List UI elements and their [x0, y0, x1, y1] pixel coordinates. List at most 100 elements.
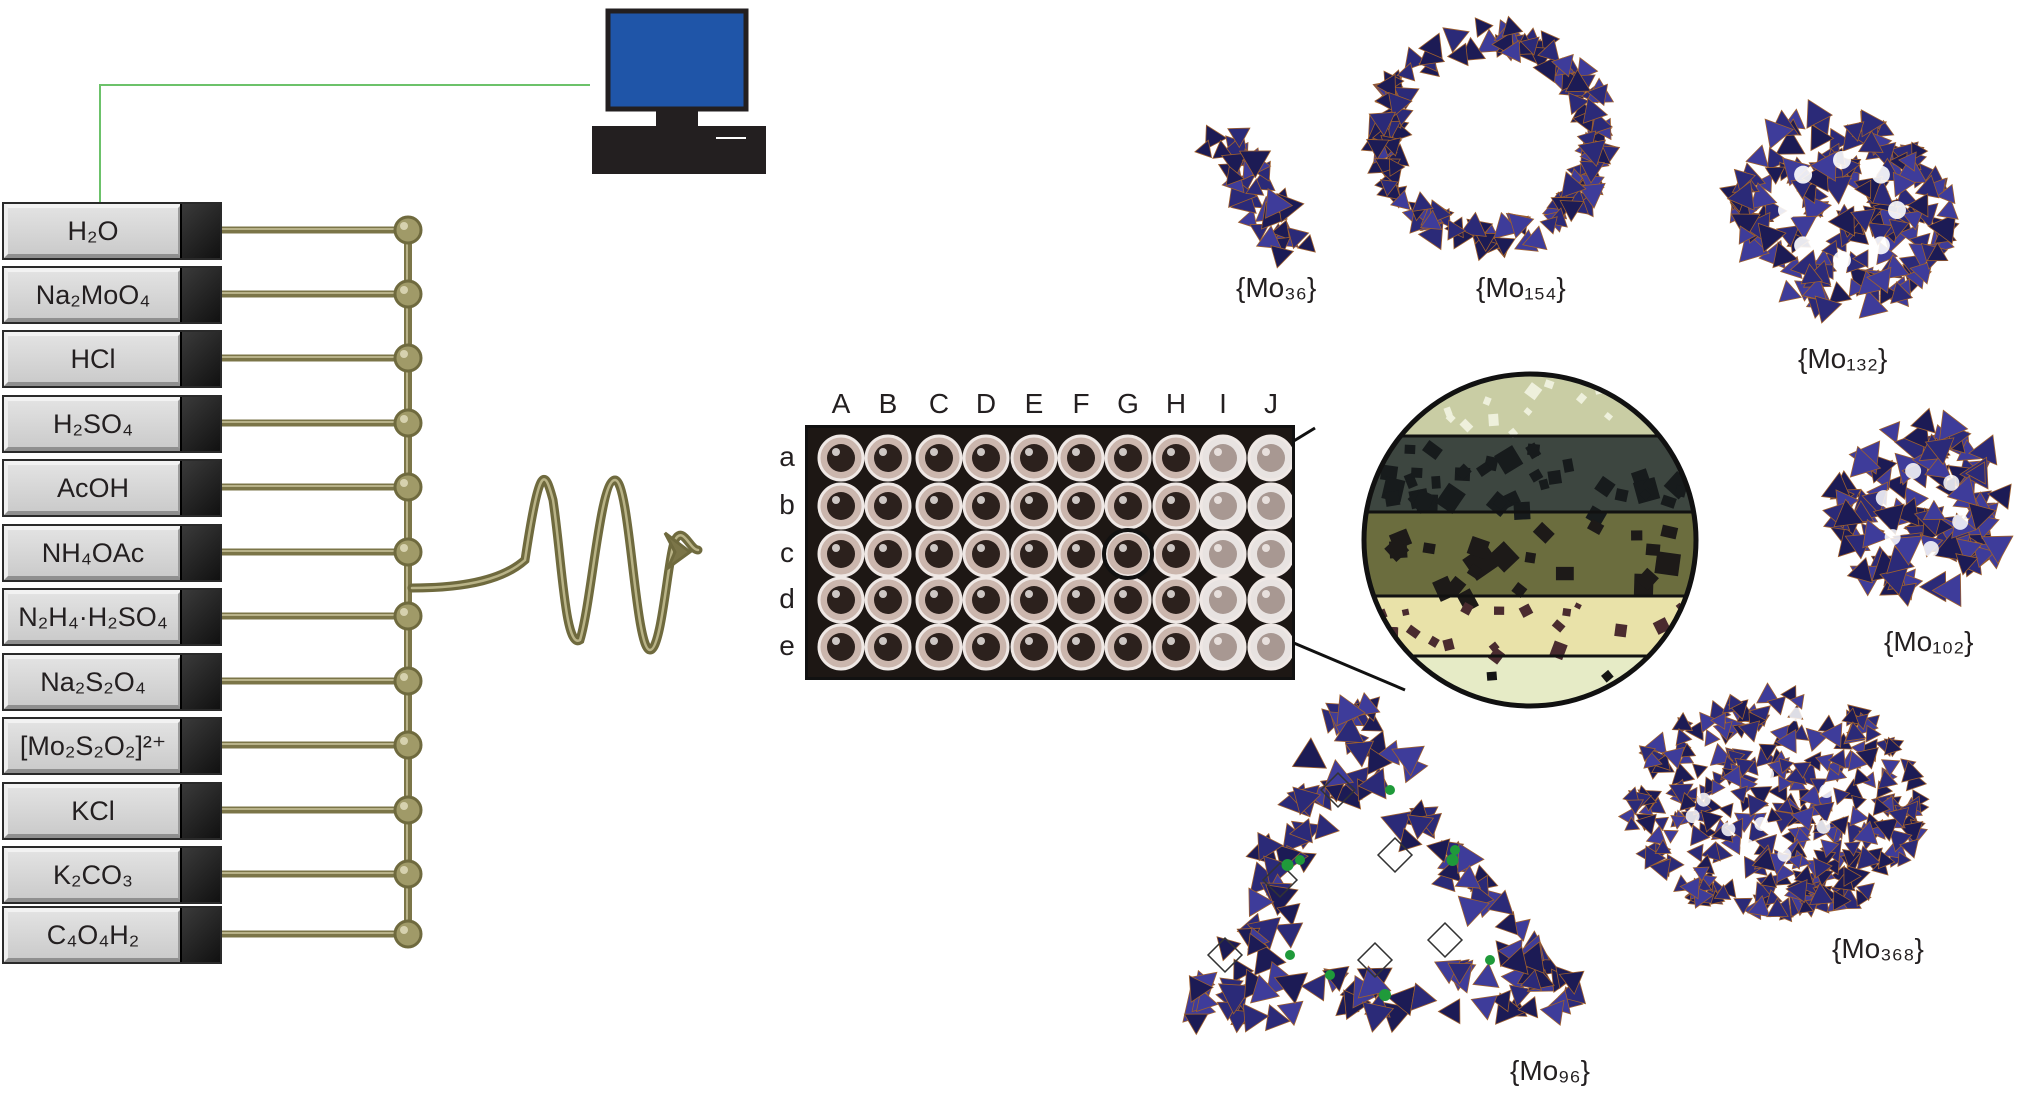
- reagent-cap: [180, 397, 220, 451]
- well: [817, 623, 865, 671]
- well: [864, 623, 912, 671]
- manifold-node-shine: [400, 866, 408, 874]
- plate-row-label: d: [779, 583, 795, 614]
- reagent-cap: [180, 526, 220, 580]
- cluster-mo102: [1820, 407, 2014, 608]
- well: [817, 530, 865, 578]
- reagent-n2h4-h2so4: N₂H₄·H₂SO₄: [2, 588, 222, 646]
- reagent-cap: [180, 268, 220, 322]
- reagent-cap: [180, 204, 220, 258]
- well: [1104, 623, 1152, 671]
- crystal-inset: [1361, 371, 1699, 709]
- well: [864, 576, 912, 624]
- plate-column-label: G: [1117, 388, 1139, 419]
- reagent-cap: [180, 332, 220, 386]
- cluster-label-mo368: {Mo₃₆₈}: [1832, 933, 1924, 964]
- reagent-acoh: AcOH: [2, 459, 222, 517]
- plate-column-label: E: [1024, 388, 1044, 419]
- reagent-cap: [180, 590, 220, 644]
- manifold-node-shine: [400, 673, 408, 681]
- well: [915, 434, 963, 482]
- well: [1247, 434, 1295, 482]
- plate-row-label: e: [779, 630, 795, 661]
- reagent-cap: [180, 461, 220, 515]
- well: [915, 530, 963, 578]
- reagent-na2moo4: Na₂MoO₄: [2, 266, 222, 324]
- well: [962, 434, 1010, 482]
- manifold-node-shine: [400, 479, 408, 487]
- plate-column-label: F: [1072, 388, 1090, 419]
- well-plate-wells: [817, 434, 1295, 671]
- reagent-label: H₂SO₄: [4, 397, 182, 451]
- manifold-node-shine: [400, 802, 408, 810]
- cluster-mo36: [1194, 124, 1316, 269]
- computer-icon: [592, 8, 766, 174]
- flow-wave-highlight: [410, 478, 700, 652]
- reagent-nh4oac: NH₄OAc: [2, 524, 222, 582]
- plate-row-label: a: [779, 441, 795, 472]
- computer-cable: [99, 84, 590, 204]
- reagent-mo2s2o2: [Mo₂S₂O₂]²⁺: [2, 717, 222, 775]
- well: [1057, 434, 1105, 482]
- plate-column-label: A: [831, 388, 851, 419]
- cluster-label-mo36: {Mo₃₆}: [1236, 272, 1317, 303]
- manifold-node-shine: [400, 350, 408, 358]
- well: [1057, 623, 1105, 671]
- well: [1199, 530, 1247, 578]
- cluster-label-mo154: {Mo₁₅₄}: [1476, 272, 1566, 303]
- well: [864, 434, 912, 482]
- manifold-node-shine: [400, 286, 408, 294]
- manifold-node-shine: [400, 737, 408, 745]
- well: [1104, 434, 1152, 482]
- well: [915, 576, 963, 624]
- well: [1010, 434, 1058, 482]
- well: [817, 434, 865, 482]
- reagent-cap: [180, 655, 220, 709]
- well: [1057, 576, 1105, 624]
- cluster-mo132: [1719, 98, 1960, 324]
- well: [962, 530, 1010, 578]
- manifold-node-shine: [400, 222, 408, 230]
- plate-column-label: I: [1219, 388, 1227, 419]
- manifold-node-shine: [400, 926, 408, 934]
- well: [962, 482, 1010, 530]
- plate-column-label: D: [975, 388, 997, 419]
- plate-row-label: b: [779, 489, 795, 520]
- well: [962, 623, 1010, 671]
- cluster-mo368: [1617, 682, 1930, 923]
- well: [1152, 530, 1200, 578]
- cluster-mo154: [1360, 15, 1621, 262]
- well: [1152, 482, 1200, 530]
- highlighted-well-ring: [1102, 528, 1154, 580]
- cluster-label-mo102: {Mo₁₀₂}: [1884, 626, 1974, 657]
- reagent-kcl: KCl: [2, 782, 222, 840]
- plate-column-label: H: [1165, 388, 1187, 419]
- cluster-mo96: [1182, 692, 1587, 1036]
- reagent-cap: [180, 908, 220, 962]
- cluster-label-mo96: {Mo₉₆}: [1510, 1055, 1590, 1086]
- reagent-hcl: HCl: [2, 330, 222, 388]
- cluster-label-mo132: {Mo₁₃₂}: [1798, 343, 1888, 374]
- well: [817, 576, 865, 624]
- feed-lines: [222, 215, 423, 949]
- reagent-label: NH₄OAc: [4, 526, 182, 580]
- well: [1199, 434, 1247, 482]
- well: [1152, 623, 1200, 671]
- reagent-c4o4h2: C₄O₄H₂: [2, 906, 222, 964]
- well: [1010, 482, 1058, 530]
- plate-column-label: B: [878, 388, 898, 419]
- well: [1199, 482, 1247, 530]
- reagent-k2co3: K₂CO₃: [2, 846, 222, 904]
- well: [1199, 623, 1247, 671]
- well: [1057, 482, 1105, 530]
- well: [915, 623, 963, 671]
- reagent-label: KCl: [4, 784, 182, 838]
- well: [962, 576, 1010, 624]
- reagent-cap: [180, 719, 220, 773]
- reagent-cap: [180, 784, 220, 838]
- well: [1057, 530, 1105, 578]
- reagent-na2s2o4: Na₂S₂O₄: [2, 653, 222, 711]
- well: [1199, 576, 1247, 624]
